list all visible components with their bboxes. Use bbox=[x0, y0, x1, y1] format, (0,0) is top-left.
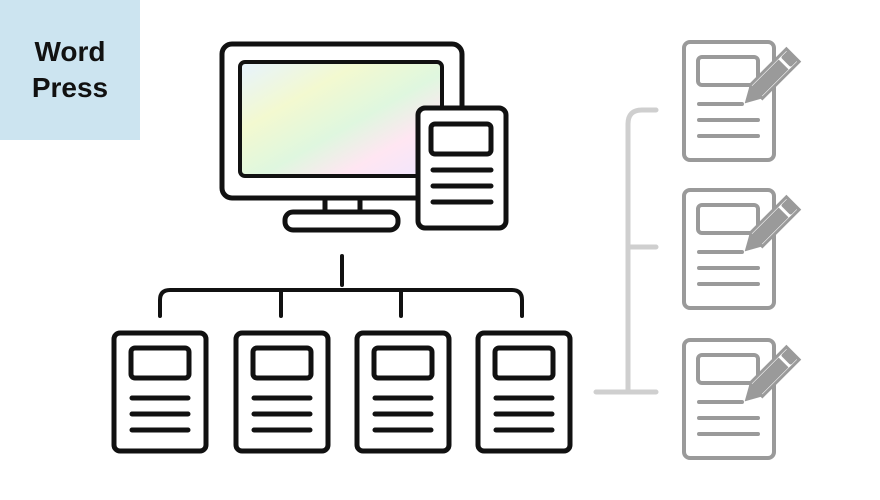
monitor-screen bbox=[238, 60, 444, 178]
wordpress-badge: Word Press bbox=[0, 0, 140, 140]
document-icon bbox=[111, 330, 209, 454]
document-icon bbox=[354, 330, 452, 454]
pencil-icon bbox=[744, 194, 802, 252]
bracket-connector bbox=[593, 107, 659, 395]
document-icon bbox=[233, 330, 331, 454]
badge-line-1: Word bbox=[34, 36, 106, 67]
tablet-header bbox=[428, 121, 494, 157]
document-edit-icon bbox=[682, 188, 802, 310]
document-icon bbox=[475, 330, 573, 454]
pencil-icon bbox=[744, 344, 802, 402]
monitor-base bbox=[282, 209, 401, 233]
tree-connector bbox=[158, 254, 524, 318]
child-pages bbox=[111, 330, 573, 454]
tablet-icon bbox=[415, 105, 509, 231]
tablet-lines bbox=[430, 167, 494, 205]
badge-line-2: Press bbox=[31, 72, 109, 103]
edit-pages bbox=[682, 40, 802, 460]
document-edit-icon bbox=[682, 40, 802, 162]
document-edit-icon bbox=[682, 338, 802, 460]
pencil-icon bbox=[744, 46, 802, 104]
